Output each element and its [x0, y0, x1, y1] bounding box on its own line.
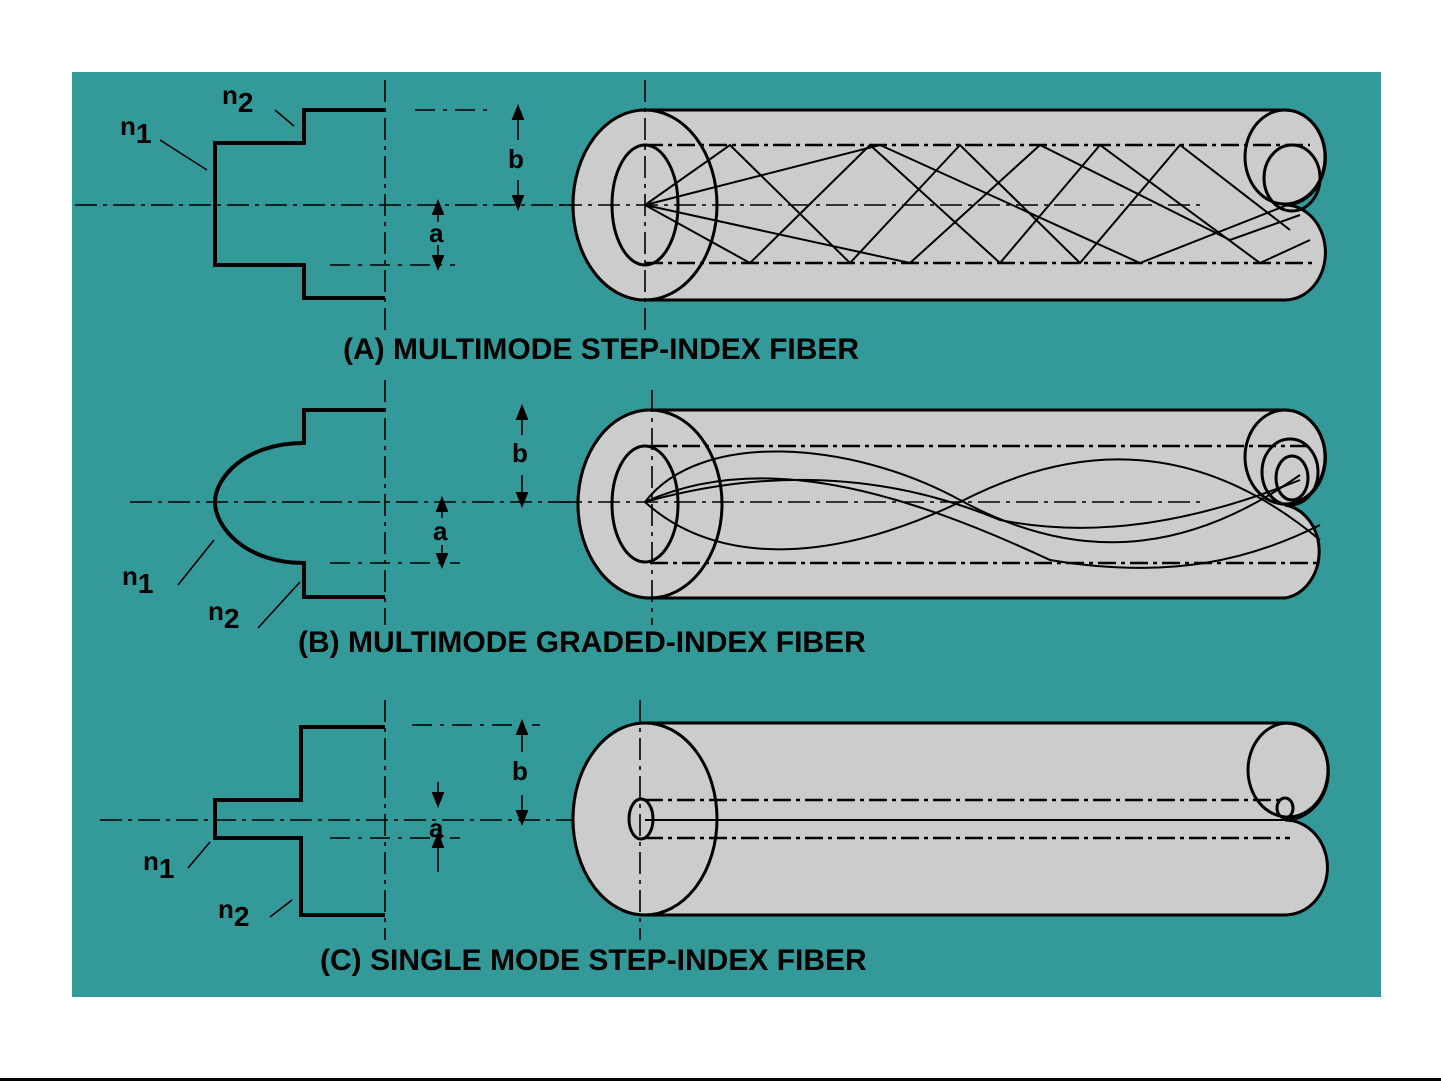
- n2-label: n2: [222, 80, 253, 118]
- index-profile-graded: [212, 408, 385, 599]
- a-label: a: [429, 813, 444, 843]
- light-ray: [644, 450, 1301, 544]
- b-label: b: [508, 144, 524, 174]
- b-label: b: [512, 438, 528, 468]
- n2-leader: [274, 109, 295, 127]
- fiber-cylinder: [560, 80, 1327, 330]
- bottom-border: [0, 1078, 1441, 1081]
- index-profile-single-mode: [213, 725, 385, 917]
- a-label: a: [429, 218, 444, 248]
- fiber-cylinder: [571, 700, 1330, 940]
- caption-c: (C) SINGLE MODE STEP-INDEX FIBER: [320, 944, 867, 977]
- n1-leader: [187, 841, 211, 869]
- n2-label: n2: [208, 596, 239, 634]
- caption-b: (B) MULTIMODE GRADED-INDEX FIBER: [298, 626, 866, 659]
- n1-label: n1: [120, 111, 151, 149]
- a-label: a: [433, 516, 448, 546]
- fiber-cylinder: [560, 390, 1327, 625]
- n2-label: n2: [218, 894, 249, 932]
- n1-label: n1: [122, 561, 153, 599]
- n1-leader: [177, 539, 215, 586]
- n1-leader: [159, 139, 208, 171]
- b-label: b: [512, 756, 528, 786]
- n2-leader: [257, 581, 301, 629]
- panel-c-single-mode: n1 n2 b a (C) SINGLE MODE STEP-INDEX FIB…: [100, 700, 1330, 977]
- panel-b-graded-index: n1 n2 b a (B) MULTIMODE GRADED-INDEX FIB…: [122, 380, 1327, 659]
- n1-label: n1: [143, 846, 174, 884]
- light-ray: [644, 143, 1291, 265]
- caption-a: (A) MULTIMODE STEP-INDEX FIBER: [343, 333, 859, 366]
- n2-leader: [269, 899, 293, 918]
- panel-a-step-index: n1 n2 b a (A) MULTIMODE STEP-INDEX FIBER: [75, 80, 1327, 366]
- index-profile-step: [213, 108, 385, 300]
